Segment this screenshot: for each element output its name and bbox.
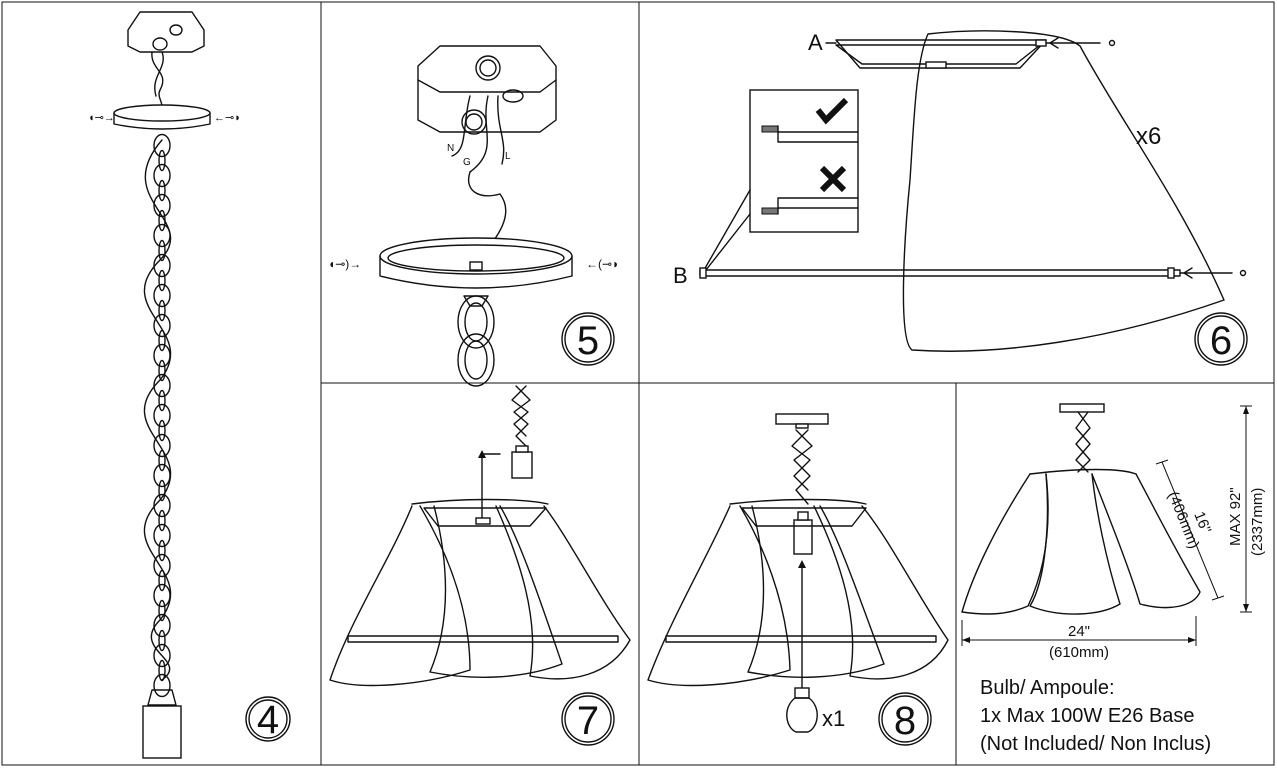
wire-label-l: L (505, 151, 511, 162)
ring-label-b: B (673, 263, 688, 288)
canopy-5: ◖⊸)→ ←(⊸◗ (328, 237, 619, 289)
bulb-info-line1: Bulb/ Ampoule: (980, 677, 1115, 699)
chain-link (158, 419, 166, 442)
chain-link (158, 629, 166, 652)
step-badge-5: 5 (561, 312, 615, 366)
svg-text:◖⊸)→: ◖⊸)→ (328, 257, 361, 271)
bulb-info-line3: (Not Included/ Non Inclus) (980, 733, 1211, 755)
chain-link (153, 493, 171, 518)
svg-text:◖⊸→: ◖⊸→ (88, 112, 115, 124)
chain-link (153, 463, 171, 488)
chain-link (153, 253, 171, 278)
chain-8 (791, 429, 813, 555)
chain-link (153, 643, 171, 668)
chain-link (153, 433, 171, 458)
panel-dimensions: MAX 92" (2337mm) 16" (406mm) 24" (610mm)… (961, 403, 1266, 755)
height-inches: MAX 92" (1227, 487, 1244, 546)
ring-label-a: A (808, 30, 823, 55)
chain-link (153, 583, 171, 608)
chain-link (153, 313, 171, 338)
ring-b (699, 267, 1247, 279)
svg-text:7: 7 (577, 699, 599, 743)
bulb-info-line2: 1x Max 100W E26 Base (980, 705, 1195, 727)
quantity-x6: x6 (1136, 123, 1161, 150)
panel-step-4: ◖⊸→ ←⊸◗ 4 (88, 11, 291, 759)
bulb-icon (786, 687, 818, 733)
chain-4 (153, 133, 171, 698)
step-badge-4: 4 (245, 696, 291, 742)
lamp-assembly-8 (647, 498, 949, 687)
chain-link (153, 283, 171, 308)
chain-link (153, 403, 171, 428)
socket-4 (142, 689, 182, 759)
panel-step-8: x1 8 (647, 413, 949, 746)
svg-text:6: 6 (1210, 319, 1232, 363)
chain-link (153, 163, 171, 188)
junction-box-5 (417, 45, 557, 135)
cross-icon (819, 165, 847, 193)
check-icon (815, 97, 849, 125)
wire-label-n: N (447, 143, 454, 154)
chain-link (158, 149, 166, 172)
chain-link (158, 479, 166, 502)
chain-link (153, 133, 171, 158)
wires-5 (451, 95, 507, 263)
panel-step-6: A x6 B (673, 30, 1248, 366)
width-inches: 24" (1068, 623, 1090, 640)
chain-link (153, 553, 171, 578)
svg-text:8: 8 (894, 699, 916, 743)
chain-link (158, 389, 166, 412)
chain-link (158, 599, 166, 622)
chain-link (153, 613, 171, 638)
chain-link (158, 299, 166, 322)
cord-wave-4 (143, 139, 172, 681)
chain-link (158, 239, 166, 262)
bulb-quantity: x1 (822, 706, 845, 731)
lamp-assembly-7 (329, 498, 631, 687)
step-badge-7: 7 (561, 692, 615, 746)
svg-text:4: 4 (257, 698, 279, 742)
chain-link (153, 193, 171, 218)
panel-step-5: N G L ◖⊸)→ ←(⊸◗ 5 (328, 45, 619, 387)
step-badge-6: 6 (1194, 312, 1248, 366)
panel-step-7: 7 (329, 385, 631, 746)
chain-link (158, 359, 166, 382)
dim-canopy (1059, 403, 1105, 473)
chain-link (158, 269, 166, 292)
height-mm: (2337mm) (1249, 488, 1266, 556)
wire-label-g: G (463, 157, 471, 168)
chain-5 (457, 295, 495, 387)
chain-link (153, 373, 171, 398)
shade-panel-6 (902, 30, 1225, 352)
chain-link (158, 539, 166, 562)
chain-link (153, 343, 171, 368)
chain-link (158, 179, 166, 202)
detail-callout (703, 89, 859, 271)
svg-text:5: 5 (577, 319, 599, 363)
canopy-4: ◖⊸→ ←⊸◗ (88, 104, 241, 130)
canopy-8 (775, 413, 829, 429)
chain-link (153, 673, 171, 698)
svg-text:←(⊸◗: ←(⊸◗ (586, 257, 619, 271)
width-mm: (610mm) (1049, 644, 1109, 661)
chain-link (153, 523, 171, 548)
junction-box-4 (127, 11, 205, 113)
chain-7 (511, 385, 533, 479)
step-badge-8: 8 (878, 692, 932, 746)
ring-a (835, 37, 1116, 69)
svg-text:←⊸◗: ←⊸◗ (214, 112, 241, 124)
dim-lamp (961, 468, 1201, 615)
chain-link (158, 509, 166, 532)
